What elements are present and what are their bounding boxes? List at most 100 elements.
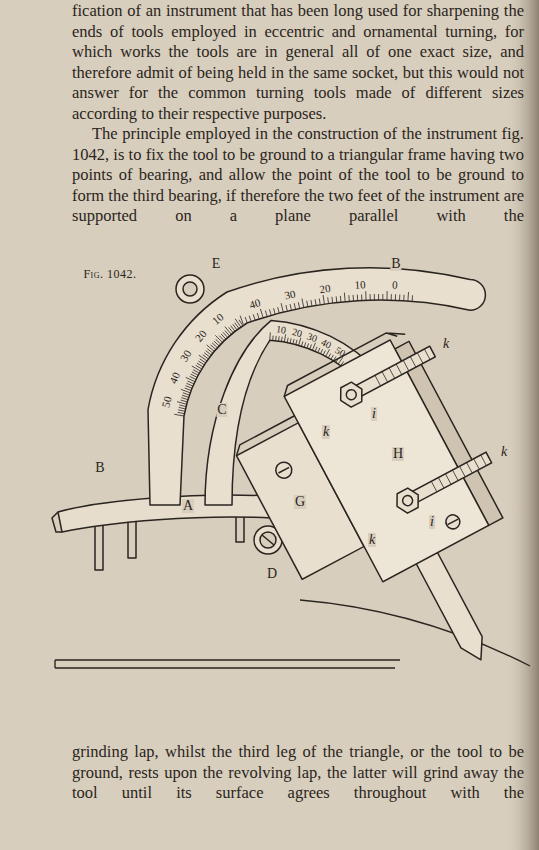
scale-tick [290,304,291,310]
part-letter: G [294,495,306,509]
slotted-screw [443,512,462,531]
scale-number: 20 [318,282,332,295]
scale-number: 40 [319,337,334,351]
scale-tick [323,351,325,355]
part-letter: i [429,515,435,529]
tool-holder [219,318,539,716]
scale-tick [286,305,287,311]
screw-threads [375,349,486,492]
scale-number: 40 [247,297,263,311]
scale-number: 10 [210,311,227,328]
scale-tick [179,407,186,409]
scale-tick [199,355,207,361]
body-text: grinding lap, whilst the third leg of th… [72,742,524,804]
scale-tick [304,342,306,347]
scale-tick [353,295,354,301]
scale-tick [178,412,185,413]
part-letter: i [371,407,377,421]
scale-tick [328,353,330,357]
scale-tick [290,338,291,343]
scale-tick [275,336,277,341]
part-letter: B [390,257,401,271]
ring-e [176,275,204,303]
scale-tick [293,339,294,344]
scale-tick [249,316,251,322]
scale-tick [412,295,413,301]
lap-edge [300,600,530,666]
scale-tick [348,295,349,301]
foot-leg [95,524,103,570]
scale-number: 40 [167,370,182,386]
scale-tick [281,303,283,312]
scale-tick [302,299,304,308]
scale-tick [190,376,196,379]
scale-tick [311,300,312,306]
scale-tick [395,294,396,300]
slotted-screw [273,459,295,481]
scale-tick [187,383,193,386]
part-letter: A [182,499,194,513]
scale-tick [336,296,338,302]
scale-tick [301,341,302,346]
scale-tick [192,372,198,375]
scale-tick [225,327,231,335]
scale-number: 30 [283,288,298,302]
scale-tick [183,393,190,395]
scale-tick [370,294,371,300]
scale-tick [307,301,308,307]
scale-tick [272,336,273,341]
scale-tick [323,295,324,304]
scale-tick [374,294,375,300]
scale-tick [215,335,222,342]
scale-tick [174,414,184,416]
scale-tick [181,400,188,402]
scale-tick [287,338,289,343]
base-end [52,512,62,532]
block-edges [219,325,419,455]
part-letter: k [500,445,508,459]
body-text: The principle employed in the constructi… [72,124,524,227]
scale-tick [365,291,366,300]
scale-tick [245,317,247,323]
scale-tick [307,343,309,348]
scale-tick [253,314,255,320]
part-letter: B [94,461,105,475]
figure-number: Fig. 1042. [82,268,137,280]
scale-tick [182,395,189,397]
scale-tick [269,332,271,340]
scale-tick [315,347,317,352]
base-frame [52,495,272,570]
scale-tick [361,294,362,300]
scale-tick [327,297,329,303]
scale-tick [281,337,283,342]
scale-tick [315,299,317,305]
scale-tick [207,345,215,351]
scale-number: 50 [332,345,347,360]
scale-tick [294,303,295,309]
scale-tick [310,344,312,349]
part-letter: H [392,447,404,461]
scale-tick [399,294,400,300]
tool [414,548,492,665]
scale-tick [296,340,297,345]
part-letter: k [368,533,376,547]
scale-tick [340,296,342,302]
scale-tick [344,293,346,302]
scale-tick [185,388,192,391]
scale-tick [386,291,387,300]
scale-tick [257,313,259,319]
scale-tick [378,294,379,300]
scale-number: 10 [353,280,367,292]
scale-tick [188,381,194,384]
scale-tick [240,316,243,324]
lap-plane [55,660,400,668]
body-text: fication of an instrument that has been … [72,1,524,124]
scale-tick [260,309,263,318]
scale-tick [320,349,322,354]
scale-tick [319,299,321,305]
screw-slot [279,467,290,473]
scale-number: 20 [289,327,303,340]
hex-nut-upper [336,379,368,410]
scale-tick [181,398,188,400]
screw-slot [448,519,459,525]
